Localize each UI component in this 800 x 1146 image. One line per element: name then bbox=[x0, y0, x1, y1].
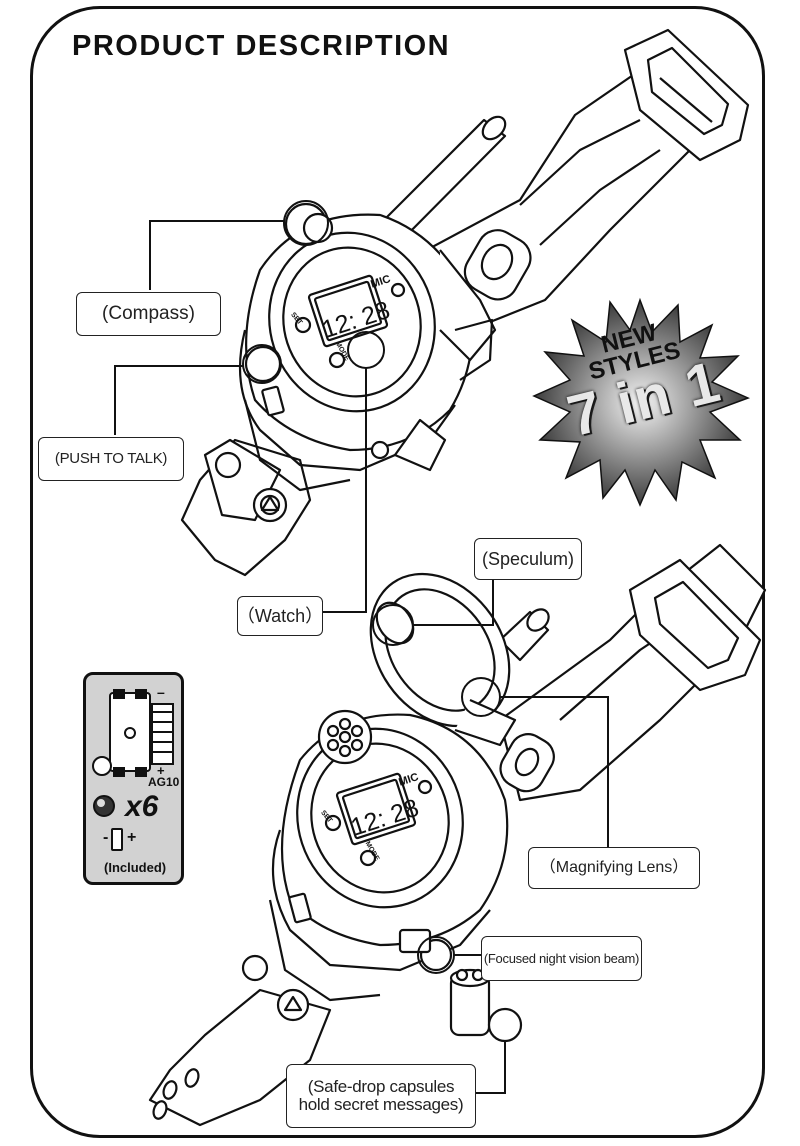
bottom-buckle-inner bbox=[653, 580, 740, 670]
top-right-arm-2 bbox=[454, 318, 494, 381]
bottom-watch-btn-set bbox=[324, 814, 342, 832]
capsule-bump-1 bbox=[455, 968, 469, 982]
capsules-label-line2: hold secret messages) bbox=[298, 1095, 464, 1114]
watch-label: （Watch） bbox=[237, 596, 323, 636]
top-ptt-knob bbox=[244, 345, 282, 383]
magnifying-lens-label: （Magnifying Lens） bbox=[528, 847, 700, 889]
top-bottom-knob-tri bbox=[260, 495, 280, 512]
bottom-flower-petal-6 bbox=[326, 724, 340, 738]
bottom-watch-btn-mode bbox=[359, 849, 377, 867]
top-lcd-mic: MIC bbox=[369, 273, 392, 291]
bottom-strap-lower bbox=[148, 988, 332, 1127]
top-right-arm bbox=[439, 249, 497, 362]
bottom-flower-petal-c bbox=[338, 730, 352, 744]
bottom-flower-petal-2 bbox=[350, 724, 364, 738]
battery-diagram bbox=[92, 689, 174, 851]
top-side-clip bbox=[393, 418, 447, 472]
battery-polarity-minus: - bbox=[103, 829, 109, 846]
capsule-callout-circle bbox=[487, 1007, 523, 1043]
capsules-leader bbox=[476, 1041, 506, 1094]
battery-minus-top: – bbox=[157, 684, 165, 700]
top-watch-illustration bbox=[180, 28, 750, 577]
bottom-watch-btn-mic bbox=[417, 779, 433, 795]
ptt-leader bbox=[114, 365, 243, 435]
top-watch-btn-mic bbox=[390, 282, 406, 298]
battery-polarity-plus: + bbox=[127, 829, 137, 846]
top-watch-body-bottom bbox=[243, 399, 351, 492]
battery-holder-tab-bot bbox=[113, 767, 125, 777]
top-buckle-inner bbox=[646, 46, 730, 136]
bottom-side-slot bbox=[288, 892, 312, 924]
battery-type: AG10 bbox=[148, 775, 180, 789]
top-strap-ridge bbox=[519, 119, 641, 206]
bottom-speculum-arm bbox=[454, 698, 517, 747]
top-watch-btn-set bbox=[294, 316, 312, 334]
top-watch-lcd-inner bbox=[313, 280, 383, 342]
night-vision-label: (Focused night vision beam) bbox=[481, 936, 642, 981]
battery-holder-tab-top bbox=[113, 689, 125, 699]
top-antenna-tip bbox=[481, 115, 507, 141]
battery-holder-center bbox=[124, 727, 136, 739]
new-styles-starburst bbox=[532, 297, 750, 507]
push-to-talk-label: (PUSH TO TALK) bbox=[38, 437, 184, 481]
lens-leader bbox=[500, 696, 609, 848]
bottom-speculum-hinge bbox=[375, 601, 415, 645]
page-title: PRODUCT DESCRIPTION bbox=[72, 30, 451, 62]
bottom-flower-petal-4 bbox=[338, 744, 352, 758]
bottom-strap-hole-1 bbox=[162, 1080, 178, 1100]
watch-leader bbox=[322, 368, 367, 613]
top-roller bbox=[214, 451, 242, 479]
bottom-watch-lcd-inner bbox=[341, 778, 411, 840]
speculum-label: (Speculum) bbox=[474, 538, 582, 580]
bottom-strap-hole-3 bbox=[152, 1100, 168, 1120]
battery-plus: + bbox=[157, 763, 165, 778]
battery-multiplier: x6 bbox=[125, 790, 159, 823]
speculum-leader bbox=[413, 580, 494, 626]
top-side-button bbox=[370, 440, 390, 460]
battery-cell-icon bbox=[111, 828, 123, 851]
bottom-strap-loop-hole bbox=[514, 747, 540, 777]
callouts bbox=[114, 200, 609, 1094]
bottom-flower-petal-1 bbox=[338, 717, 352, 731]
bottom-roller bbox=[241, 954, 269, 982]
battery-stack bbox=[151, 703, 174, 765]
bottom-watch-body-side bbox=[271, 829, 491, 972]
bottom-watch-body-lower bbox=[268, 899, 381, 1002]
battery-holder-tab-top-2 bbox=[135, 689, 147, 699]
bottom-strap-hole-2 bbox=[184, 1068, 200, 1088]
battery-coin-icon bbox=[93, 795, 115, 817]
top-buckle-prong bbox=[659, 77, 713, 123]
bottom-watch-illustration bbox=[148, 543, 767, 1127]
compass-leader bbox=[149, 220, 284, 290]
capsules-label-line1: (Safe-drop capsules bbox=[307, 1077, 455, 1097]
ptt-callout-circle bbox=[242, 344, 282, 384]
capsules-label: (Safe-drop capsules hold secret messages… bbox=[286, 1064, 476, 1128]
bottom-side-block bbox=[398, 928, 432, 954]
battery-included: (Included) bbox=[104, 860, 167, 875]
bottom-antenna-tip bbox=[526, 608, 550, 632]
top-strap-ridge-2 bbox=[539, 149, 661, 246]
top-side-slot bbox=[261, 385, 285, 417]
battery-small-cell bbox=[92, 756, 112, 776]
battery-holder-tab-bot-2 bbox=[135, 767, 147, 777]
bottom-flower-petal-3 bbox=[350, 738, 364, 752]
bottom-bottom-knob-tri bbox=[283, 995, 303, 1012]
bottom-lcd-mic: MIC bbox=[397, 771, 420, 789]
compass-callout-circle bbox=[283, 200, 329, 246]
bottom-flower-petal-5 bbox=[326, 738, 340, 752]
compass-label: (Compass) bbox=[76, 292, 221, 336]
top-strap-loop-hole bbox=[480, 243, 514, 281]
top-watch-btn-mode bbox=[328, 351, 346, 369]
